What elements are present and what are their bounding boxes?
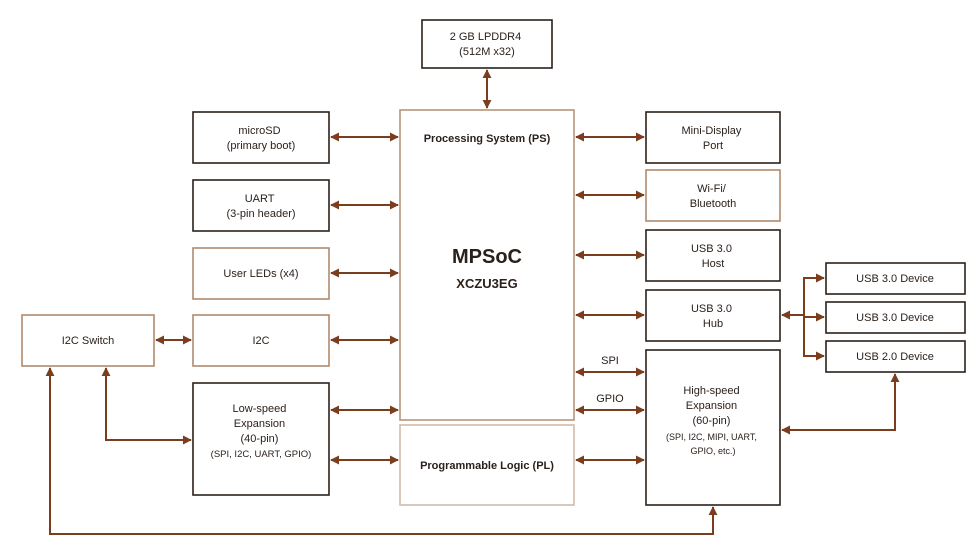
ps-label: Processing System (PS) [424, 133, 551, 145]
uart-label: UART (3-pin header) [226, 193, 295, 220]
usb-device-3-box [825, 340, 966, 373]
usb-hub-label: USB 3.0 Hub [691, 303, 735, 330]
usb-host-label: USB 3.0 Host [691, 243, 735, 270]
arrow-hub-usb-device-1 [803, 273, 825, 315]
i2c-label: I2C [252, 335, 269, 347]
usb-device-1-label: USB 3.0 Device [856, 273, 934, 285]
usb-device-2-box [825, 301, 966, 334]
usb-device-3-label: USB 2.0 Device [856, 351, 934, 363]
i2c-switch-label: I2C Switch [62, 335, 115, 347]
usb-device-2-label: USB 3.0 Device [856, 312, 934, 324]
wifi-box [645, 169, 781, 222]
i2c-box [192, 314, 330, 367]
high-speed-label: High-speed Expansion (60-pin) (SPI, I2C,… [666, 385, 760, 456]
mini-dp-label: Mini-Display Port [682, 125, 745, 152]
low-speed-label: Low-speed Expansion (40-pin) (SPI, I2C, … [211, 403, 312, 460]
user-leds-label: User LEDs (x4) [223, 268, 298, 280]
lpddr4-box [421, 19, 553, 69]
microsd-box [192, 111, 330, 164]
i2c-switch-box [21, 314, 155, 367]
arrow-hub-usb-device-3 [803, 315, 825, 361]
high-speed-box [645, 349, 781, 506]
mini-dp-box [645, 111, 781, 164]
user-leds-box [192, 247, 330, 300]
mpsoc-subtitle: XCZU3EG [456, 276, 517, 291]
pl-label: Programmable Logic (PL) [420, 460, 554, 472]
arrow-i2c-switch-lowspeed [101, 367, 192, 445]
mpsoc-title: MPSoC [452, 246, 522, 268]
usb-device-1-box [825, 262, 966, 295]
arrow-i2c-switch-highspeed [45, 367, 718, 535]
usb-host-box [645, 229, 781, 282]
lpddr4-label: 2 GB LPDDR4 (512M x32) [450, 31, 525, 58]
uart-box [192, 179, 330, 232]
arrow-highspeed-usb-device-3 [781, 373, 900, 435]
spi-label: SPI [601, 355, 619, 367]
wifi-label: Wi-Fi/ Bluetooth [690, 183, 736, 210]
gpio-label: GPIO [596, 393, 624, 405]
microsd-label: microSD (primary boot) [227, 125, 295, 152]
usb-hub-box [645, 289, 781, 342]
